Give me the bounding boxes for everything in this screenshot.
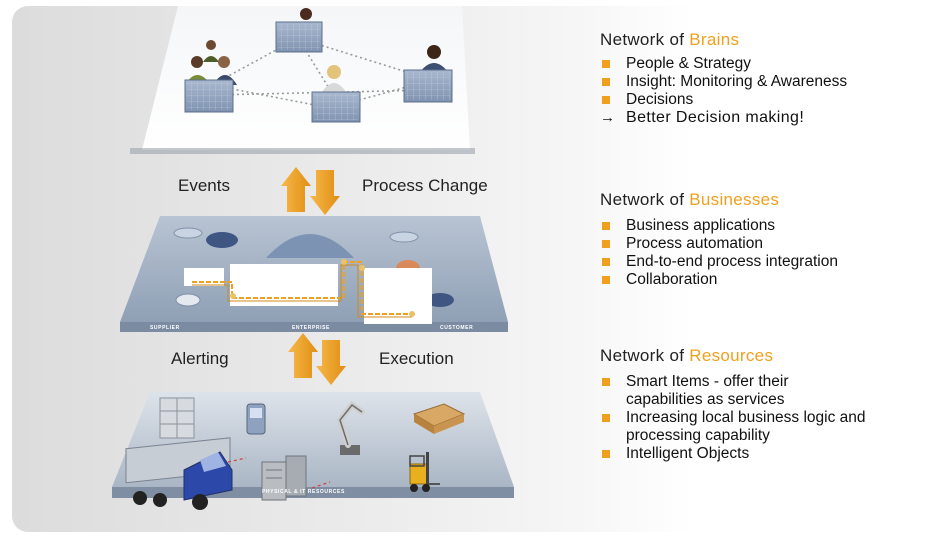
bullet-square-icon	[602, 60, 610, 68]
person-laptop-icon	[275, 8, 323, 53]
process-flow-line	[192, 264, 412, 318]
bullet-square-icon	[602, 414, 610, 422]
brains-bullet-list: People & Strategy Insight: Monitoring & …	[600, 55, 847, 127]
list-item: Increasing local business logic and proc…	[600, 409, 926, 445]
heading-prefix: Network of	[600, 30, 690, 49]
enterprise-caption: ENTERPRISE	[292, 325, 330, 331]
physical-it-resources-caption: PHYSICAL & IT RESOURCES	[262, 489, 345, 495]
list-item: Decisions	[600, 91, 847, 109]
events-label: Events	[178, 176, 230, 195]
businesses-heading: Network of Businesses	[600, 190, 779, 210]
bullet-square-icon	[602, 276, 610, 284]
node-icon	[173, 227, 203, 239]
node-icon	[206, 232, 238, 248]
robot-arm-icon	[336, 400, 365, 455]
process-flow-line	[192, 261, 416, 315]
brains-tier	[130, 6, 475, 154]
right-arrow-icon: →	[600, 109, 616, 126]
up-down-arrows	[281, 167, 340, 215]
list-item: Smart Items - offer their capabilities a…	[600, 373, 866, 409]
heading-prefix: Network of	[600, 346, 690, 365]
brains-platform-edge	[130, 148, 475, 154]
heading-accent: Brains	[689, 30, 740, 49]
handheld-device-icon	[246, 403, 266, 435]
list-item: People & Strategy	[600, 55, 847, 73]
shelf-icon	[159, 397, 195, 439]
person-laptop-icon	[311, 65, 361, 123]
businesses-tier	[120, 216, 508, 332]
businesses-bullet-list: Business applications Process automation…	[600, 217, 838, 289]
bullet-square-icon	[602, 96, 610, 104]
person-laptop-icon	[184, 40, 237, 113]
bullet-square-icon	[602, 78, 610, 86]
pallet-icon	[412, 403, 466, 434]
alerting-label: Alerting	[171, 349, 229, 368]
list-item: Insight: Monitoring & Awareness	[600, 73, 847, 91]
execution-label: Execution	[379, 349, 454, 368]
node-icon	[426, 293, 454, 307]
down-arrow-icon	[310, 170, 340, 215]
node-icon	[175, 293, 201, 307]
up-down-arrows	[288, 333, 346, 385]
process-card	[230, 264, 338, 306]
bullet-square-icon	[602, 222, 610, 230]
list-item: End-to-end process integration	[600, 253, 838, 271]
list-item-conclusion: →Better Decision making!	[600, 109, 805, 126]
resources-heading: Network of Resources	[600, 346, 773, 366]
resources-tier	[112, 392, 514, 510]
truck-icon	[125, 437, 233, 510]
node-icon	[389, 231, 419, 243]
bullet-square-icon	[602, 240, 610, 248]
brains-heading: Network of Brains	[600, 30, 739, 50]
enterprise-dome	[266, 234, 354, 258]
list-item: Business applications	[600, 217, 838, 235]
heading-prefix: Network of	[600, 190, 690, 209]
process-change-label: Process Change	[362, 176, 488, 195]
process-card	[184, 268, 224, 286]
server-icon	[261, 455, 307, 501]
customer-caption: CUSTOMER	[440, 325, 474, 331]
businesses-platform-edge	[120, 322, 508, 332]
process-card	[364, 268, 432, 324]
brains-platform	[142, 6, 470, 150]
up-arrow-icon	[281, 167, 311, 212]
resources-bullet-list: Smart Items - offer their capabilities a…	[600, 373, 900, 463]
heading-accent: Resources	[689, 346, 774, 365]
down-arrow-icon	[316, 340, 346, 385]
list-item: Collaboration	[600, 271, 838, 289]
bullet-square-icon	[602, 258, 610, 266]
bullet-square-icon	[602, 378, 610, 386]
list-item: Process automation	[600, 235, 838, 253]
person-laptop-icon	[403, 45, 453, 103]
forklift-icon	[409, 452, 440, 492]
supplier-caption: SUPPLIER	[150, 325, 180, 331]
up-arrow-icon	[288, 333, 318, 378]
bullet-square-icon	[602, 450, 610, 458]
heading-accent: Businesses	[689, 190, 780, 209]
list-item: Intelligent Objects	[600, 445, 900, 463]
